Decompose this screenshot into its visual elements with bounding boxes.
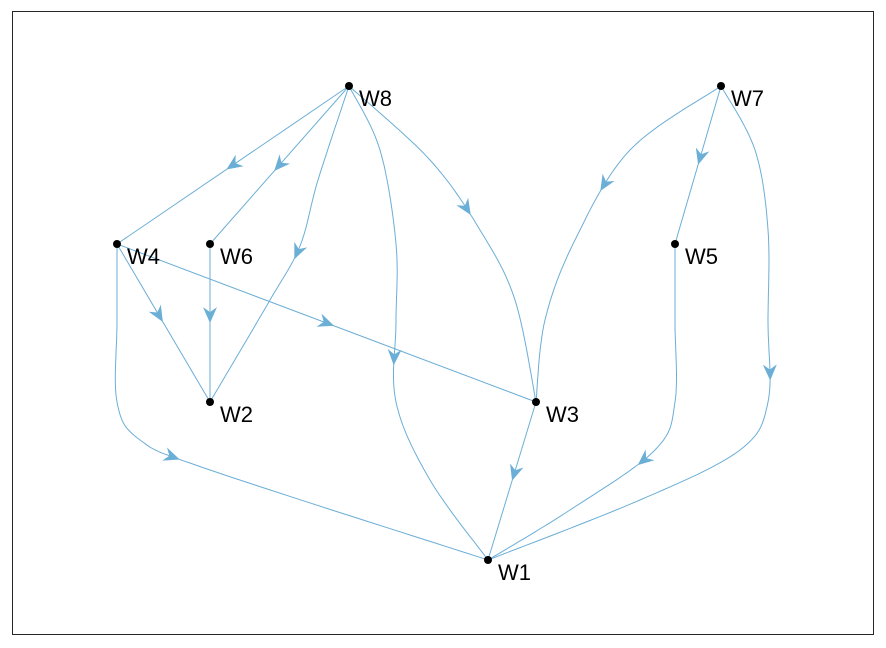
node-w2 bbox=[206, 398, 214, 406]
arrowhead-w7-w3 bbox=[600, 173, 615, 191]
node-w7 bbox=[717, 82, 725, 90]
node-w6 bbox=[206, 240, 214, 248]
edge-w8-w2 bbox=[209, 85, 350, 403]
node-w1 bbox=[484, 556, 492, 564]
node-w5 bbox=[671, 240, 679, 248]
arrowhead-w4-w3 bbox=[316, 313, 334, 327]
node-w3 bbox=[532, 398, 540, 406]
arrowhead-w4-w1 bbox=[162, 447, 180, 461]
edge-w7-w3 bbox=[535, 85, 722, 403]
node-label-w5: W5 bbox=[685, 244, 718, 269]
node-label-w7: W7 bbox=[731, 86, 764, 111]
arrowhead-w7-w1 bbox=[762, 364, 777, 381]
plot-frame bbox=[12, 11, 874, 635]
nodes-layer: W1 W2 W3 W4 W5 W6 W7 W8 bbox=[113, 82, 764, 585]
node-w8 bbox=[345, 82, 353, 90]
node-label-w2: W2 bbox=[220, 402, 253, 427]
node-label-w3: W3 bbox=[546, 402, 579, 427]
arrowhead-w8-w2 bbox=[294, 241, 308, 260]
edge-w8-w1 bbox=[348, 85, 489, 561]
arrowhead-w5-w1 bbox=[637, 449, 655, 466]
node-label-w8: W8 bbox=[359, 86, 392, 111]
edge-w5-w1 bbox=[487, 244, 677, 561]
edges-layer bbox=[114, 85, 777, 561]
arrowhead-w6-w2 bbox=[203, 307, 217, 324]
arrowhead-w7-w5 bbox=[695, 147, 710, 165]
arrowhead-w8-w1 bbox=[387, 348, 402, 366]
edge-w3-w1 bbox=[487, 401, 537, 561]
node-w4 bbox=[113, 240, 121, 248]
node-label-w6: W6 bbox=[220, 244, 253, 269]
arrowhead-w8-w6 bbox=[274, 154, 291, 171]
arrowhead-w4-w2 bbox=[148, 304, 163, 322]
node-label-w4: W4 bbox=[127, 244, 160, 269]
arrowhead-w3-w1 bbox=[510, 463, 524, 481]
arrowhead-w8-w4 bbox=[226, 154, 244, 170]
edge-w7-w1 bbox=[487, 85, 771, 561]
arrowhead-w8-w3 bbox=[456, 197, 471, 215]
node-label-w1: W1 bbox=[498, 560, 531, 585]
edge-w4-w2 bbox=[116, 243, 211, 403]
edge-w4-w1 bbox=[114, 244, 489, 561]
edge-w8-w3 bbox=[348, 85, 537, 403]
edge-w7-w5 bbox=[674, 85, 722, 245]
